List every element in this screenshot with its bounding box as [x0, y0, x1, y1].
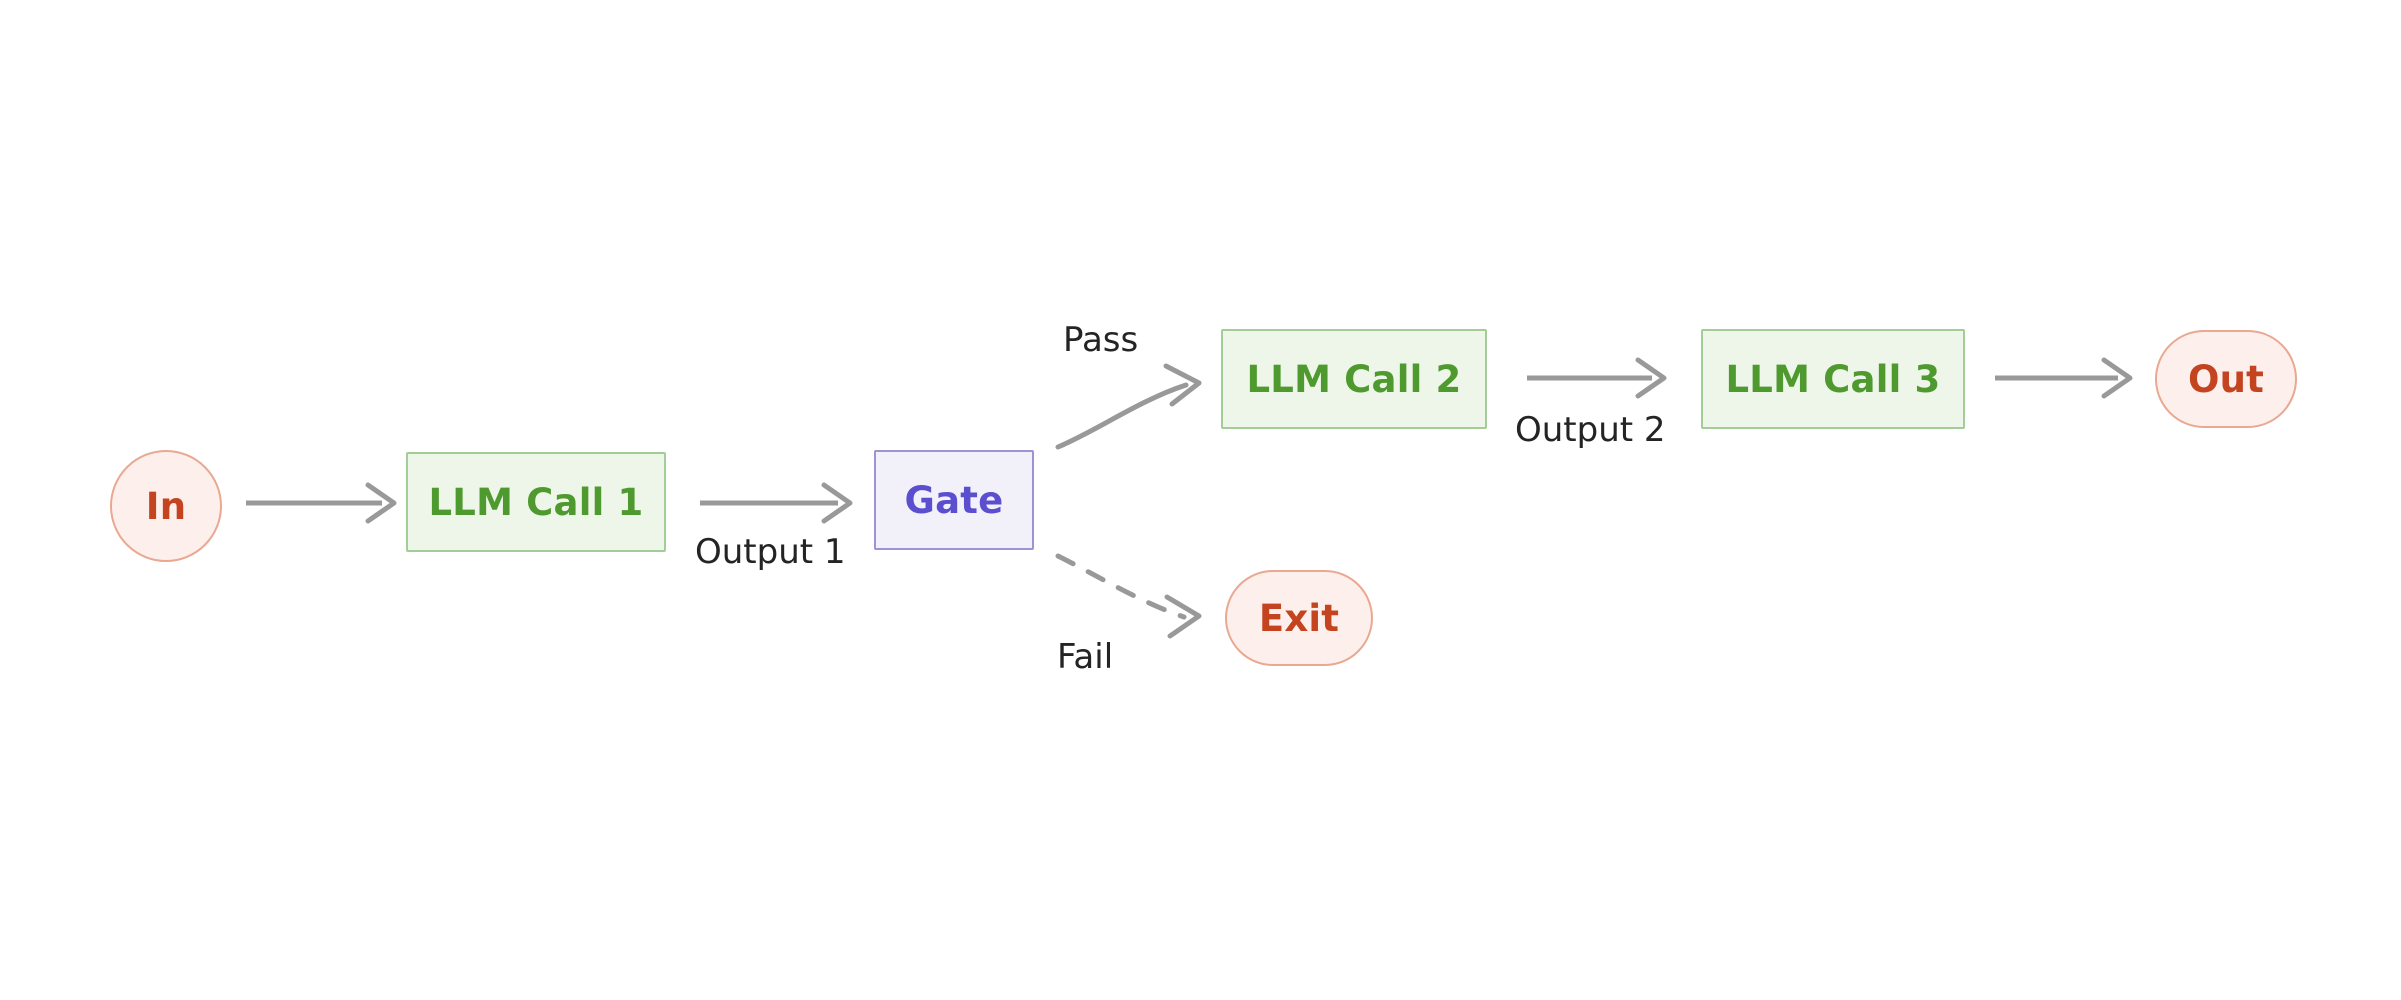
edge-gate-to-call2	[1055, 363, 1202, 450]
edge-label-pass: Pass	[1063, 320, 1139, 360]
node-llm-call-1-label: LLM Call 1	[428, 480, 644, 524]
node-llm-call-3-label: LLM Call 3	[1725, 357, 1941, 401]
edge-in-to-call1	[246, 482, 397, 524]
node-llm-call-2[interactable]: LLM Call 2	[1221, 329, 1487, 429]
node-exit[interactable]: Exit	[1225, 570, 1373, 666]
edge-call1-to-gate	[700, 482, 853, 524]
node-llm-call-3[interactable]: LLM Call 3	[1701, 329, 1965, 429]
node-in[interactable]: In	[110, 450, 222, 562]
node-in-label: In	[145, 484, 187, 528]
node-llm-call-2-label: LLM Call 2	[1246, 357, 1462, 401]
node-out-label: Out	[2187, 357, 2265, 401]
node-llm-call-1[interactable]: LLM Call 1	[406, 452, 666, 552]
edge-call3-to-out	[1995, 357, 2133, 399]
node-gate-label: Gate	[904, 478, 1004, 522]
node-exit-label: Exit	[1258, 596, 1340, 640]
edge-label-output-2: Output 2	[1515, 410, 1666, 450]
edge-label-fail: Fail	[1057, 637, 1114, 677]
edge-label-output-1: Output 1	[695, 532, 846, 572]
node-out[interactable]: Out	[2155, 330, 2297, 428]
edge-call2-to-call3	[1527, 357, 1667, 399]
edge-gate-to-exit	[1055, 553, 1202, 639]
node-gate[interactable]: Gate	[874, 450, 1034, 550]
